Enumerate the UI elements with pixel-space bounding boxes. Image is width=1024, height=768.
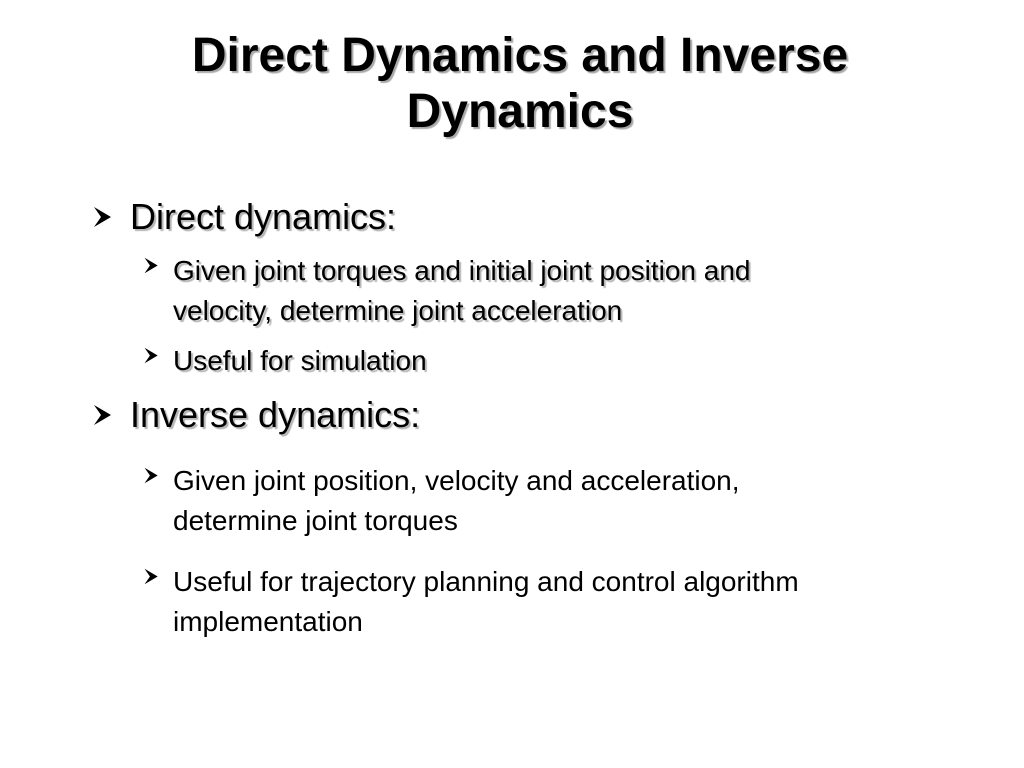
sub-bullet-line: Useful for trajectory planning and contr… [173,566,799,597]
sub-bullet-line: velocity, determine joint acceleration [173,295,623,326]
bullet-heading: Direct dynamics: [130,196,397,237]
sub-bullet-line: determine joint torques [173,505,458,536]
arrowhead-bullet-icon [143,257,160,274]
sub-bullet-line: Given joint position, velocity and accel… [173,465,740,496]
slide-title: Direct Dynamics and Inverse Dynamics [60,28,980,140]
arrowhead-bullet-icon [92,206,114,228]
arrowhead-bullet-icon [143,347,160,364]
arrowhead-bullet-icon [92,404,114,426]
sub-bullet-useful-for-simulation: Useful for simulation [144,341,427,381]
slide-title-line: Dynamics [406,85,634,138]
sub-bullet-given-joint-position: Given joint position, velocity and accel… [144,461,740,541]
sub-bullet-useful-for-trajectory-planning: Useful for trajectory planning and contr… [144,562,799,642]
sub-bullet-line: implementation [173,606,363,637]
bullet-heading: Inverse dynamics: [130,394,421,435]
sub-bullet-line: Useful for simulation [173,345,427,376]
bullet-direct-dynamics: Direct dynamics: [94,196,397,237]
sub-bullet-line: Given joint torques and initial joint po… [173,255,751,286]
arrowhead-bullet-icon [143,568,160,585]
sub-bullet-given-joint-torques: Given joint torques and initial joint po… [144,251,751,331]
slide-title-line: Direct Dynamics and Inverse [191,29,849,82]
arrowhead-bullet-icon [143,467,160,484]
bullet-inverse-dynamics: Inverse dynamics: [94,394,421,435]
